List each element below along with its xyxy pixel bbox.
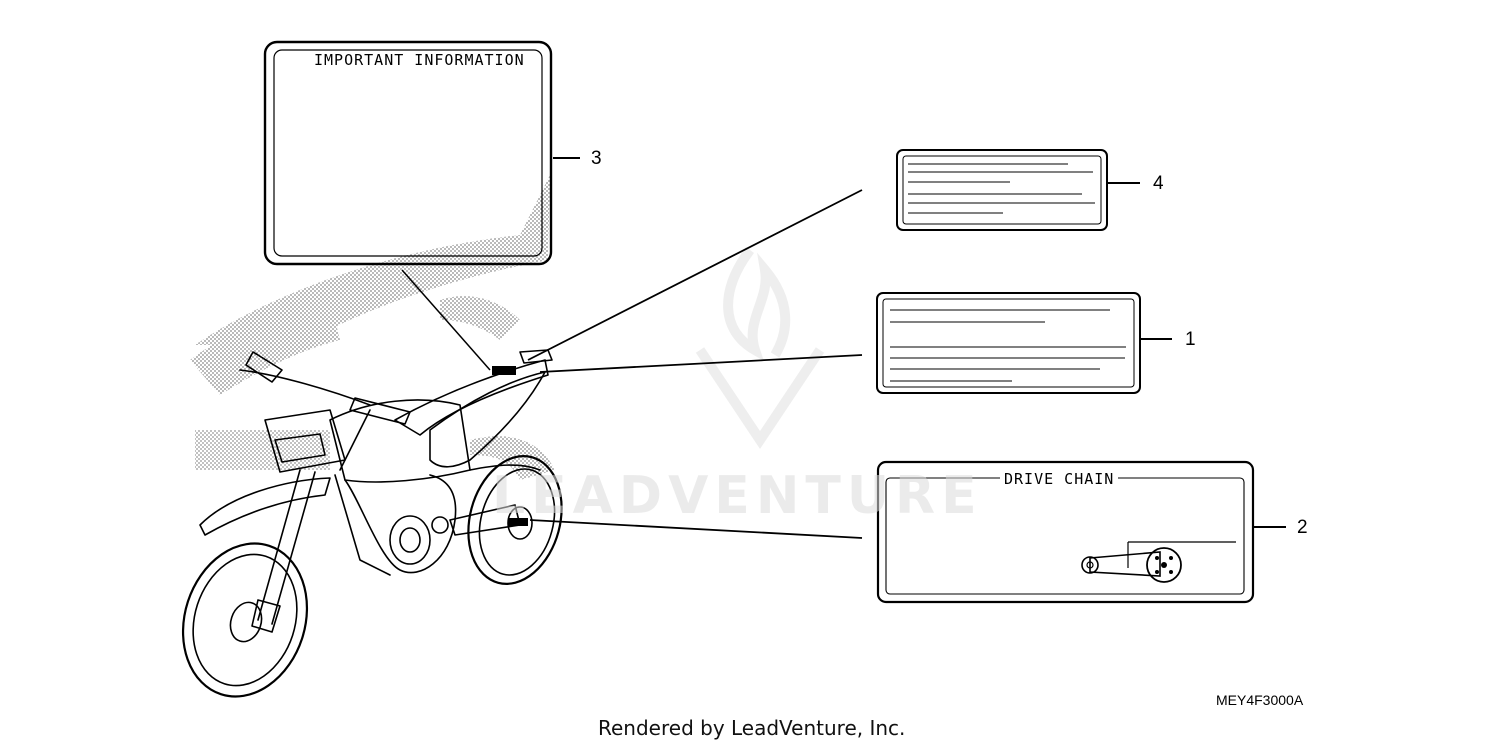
callout-3: 3 — [591, 148, 602, 169]
diagram-code: MEY4F3000A — [1216, 692, 1304, 708]
label-drive-chain — [876, 460, 1255, 604]
drive-chain-title: DRIVE CHAIN — [1000, 472, 1119, 487]
important-information-title: IMPORTANT INFORMATION — [310, 53, 529, 68]
watermark-text: LEADVENTURE — [492, 466, 983, 526]
label-4 — [896, 149, 1108, 231]
credit-text: Rendered by LeadVenture, Inc. — [598, 716, 906, 740]
label-important-information — [263, 40, 553, 266]
watermark-logo — [695, 247, 825, 450]
callout-1: 1 — [1185, 329, 1196, 350]
callout-4: 4 — [1153, 173, 1164, 194]
label-1 — [876, 292, 1141, 394]
leader-lines — [401, 157, 1286, 539]
motorcycle — [181, 349, 563, 698]
callout-2: 2 — [1297, 517, 1308, 538]
shading — [190, 175, 555, 480]
